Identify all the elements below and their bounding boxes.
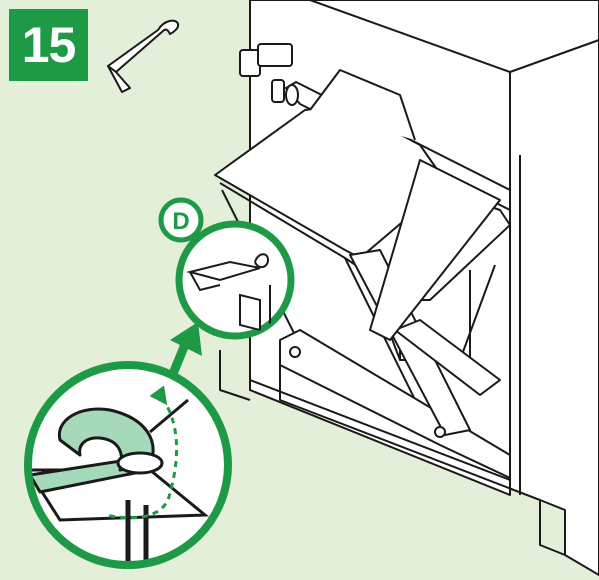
detail-view: D: [158, 197, 295, 340]
hinge: [239, 43, 293, 103]
step-number: 15: [9, 9, 88, 81]
detail-label: D: [172, 208, 189, 235]
zoom-view: [24, 361, 232, 569]
lower-frame: [279, 159, 511, 479]
hex-key-icon: [107, 19, 180, 93]
rotate-arrow-icon: [104, 385, 178, 520]
